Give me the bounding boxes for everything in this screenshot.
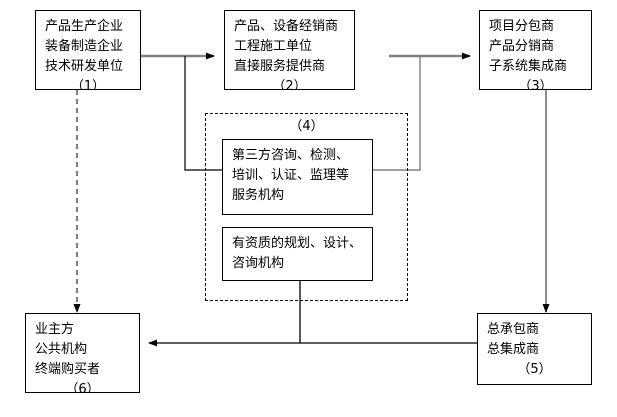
node-producers-label: 产品生产企业 装备制造企业 技术研发单位 [45,19,124,74]
node-third-party-services[interactable]: 第三方咨询、检测、 培训、认证、监理等 服务机构 [222,139,373,215]
node-subcontractors[interactable]: 项目分包商 产品分销商 子系统集成商 （3） [479,10,592,90]
group-label-4: （4） [289,119,324,134]
node-producers-number: （1） [70,79,106,90]
node-general-contractor-label: 总承包商 总集成商 [487,322,540,357]
node-dealers[interactable]: 产品、设备经销商 工程施工单位 直接服务提供商 （2） [224,10,355,90]
node-qualified-agencies[interactable]: 有资质的规划、设计、 咨询机构 [222,227,373,281]
group-box-third-party-services [205,113,408,301]
node-general-contractor[interactable]: 总承包商 总集成商 （5） [477,313,592,385]
node-subcontractors-label: 项目分包商 产品分销商 子系统集成商 [489,19,568,74]
node-qualified-agencies-label: 有资质的规划、设计、 咨询机构 [232,236,363,271]
node-dealers-number: （2） [272,79,307,90]
node-third-party-services-label: 第三方咨询、检测、 培训、认证、监理等 服务机构 [232,148,350,203]
edge-branch-left-to-thirdparty [184,56,222,171]
edge-branch-right-to-thirdparty [373,56,421,171]
node-owners[interactable]: 业主方 公共机构 终端购买者 （6） [25,313,140,393]
node-dealers-label: 产品、设备经销商 工程施工单位 直接服务提供商 [234,19,339,74]
node-subcontractors-number: （3） [518,79,553,90]
node-producers[interactable]: 产品生产企业 装备制造企业 技术研发单位 （1） [35,10,141,90]
node-general-contractor-number: （5） [517,362,552,377]
node-owners-label: 业主方 公共机构 终端购买者 [35,322,101,377]
node-owners-number: （6） [65,382,100,393]
